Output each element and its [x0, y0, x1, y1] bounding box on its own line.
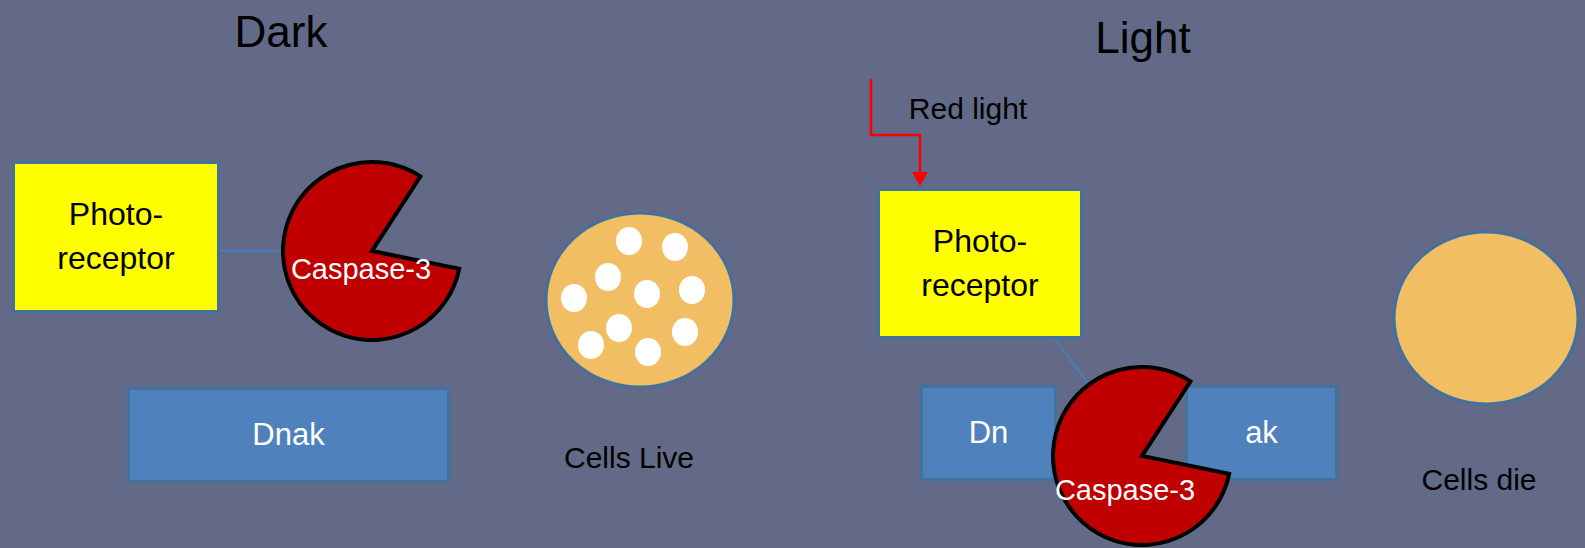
node-text: Photo- receptor: [41, 193, 191, 280]
node-text: Caspase-3: [291, 250, 431, 289]
granule: [561, 284, 587, 312]
granule: [595, 263, 621, 291]
arrow-head: [912, 172, 928, 186]
granule: [662, 233, 688, 261]
cell-body: [546, 213, 734, 387]
outcome-label: Cells Live: [564, 440, 694, 476]
stimulus-label: Red light: [909, 91, 1027, 127]
outcome-label: Cells die: [1421, 462, 1536, 498]
live-cell: [546, 213, 734, 387]
connector-line: [220, 250, 282, 252]
pacman-shape: [1053, 367, 1231, 545]
panel-title: Dark: [235, 6, 328, 59]
node-text: ak: [1245, 412, 1278, 454]
node-text: Dnak: [252, 414, 324, 456]
dead-cell: [1394, 232, 1578, 404]
protein-fragment-box: ak: [1185, 385, 1338, 481]
granule: [672, 318, 698, 346]
granule: [616, 227, 642, 255]
node-text: Photo- receptor: [905, 220, 1055, 307]
connector-line: [1055, 339, 1088, 384]
photoreceptor-box: Photo- receptor: [877, 188, 1083, 339]
caspase-pacman: Caspase-3: [1053, 367, 1231, 545]
node-text: Caspase-3: [1055, 471, 1195, 510]
granule: [578, 331, 604, 359]
granule: [606, 314, 632, 342]
protein-fragment-box: Dn: [920, 385, 1057, 481]
protein-box: Dnak: [127, 387, 450, 483]
granule: [634, 280, 660, 308]
granule: [635, 338, 661, 366]
pacman-outline: [283, 162, 459, 340]
photoreceptor-box: Photo- receptor: [12, 161, 220, 313]
node-text: Dn: [969, 412, 1009, 454]
granule: [679, 276, 705, 304]
panel-title: Light: [1095, 12, 1190, 65]
caspase-pacman: Caspase-3: [283, 162, 461, 340]
cell-granules: [561, 227, 705, 366]
pacman-shape: [283, 162, 461, 340]
